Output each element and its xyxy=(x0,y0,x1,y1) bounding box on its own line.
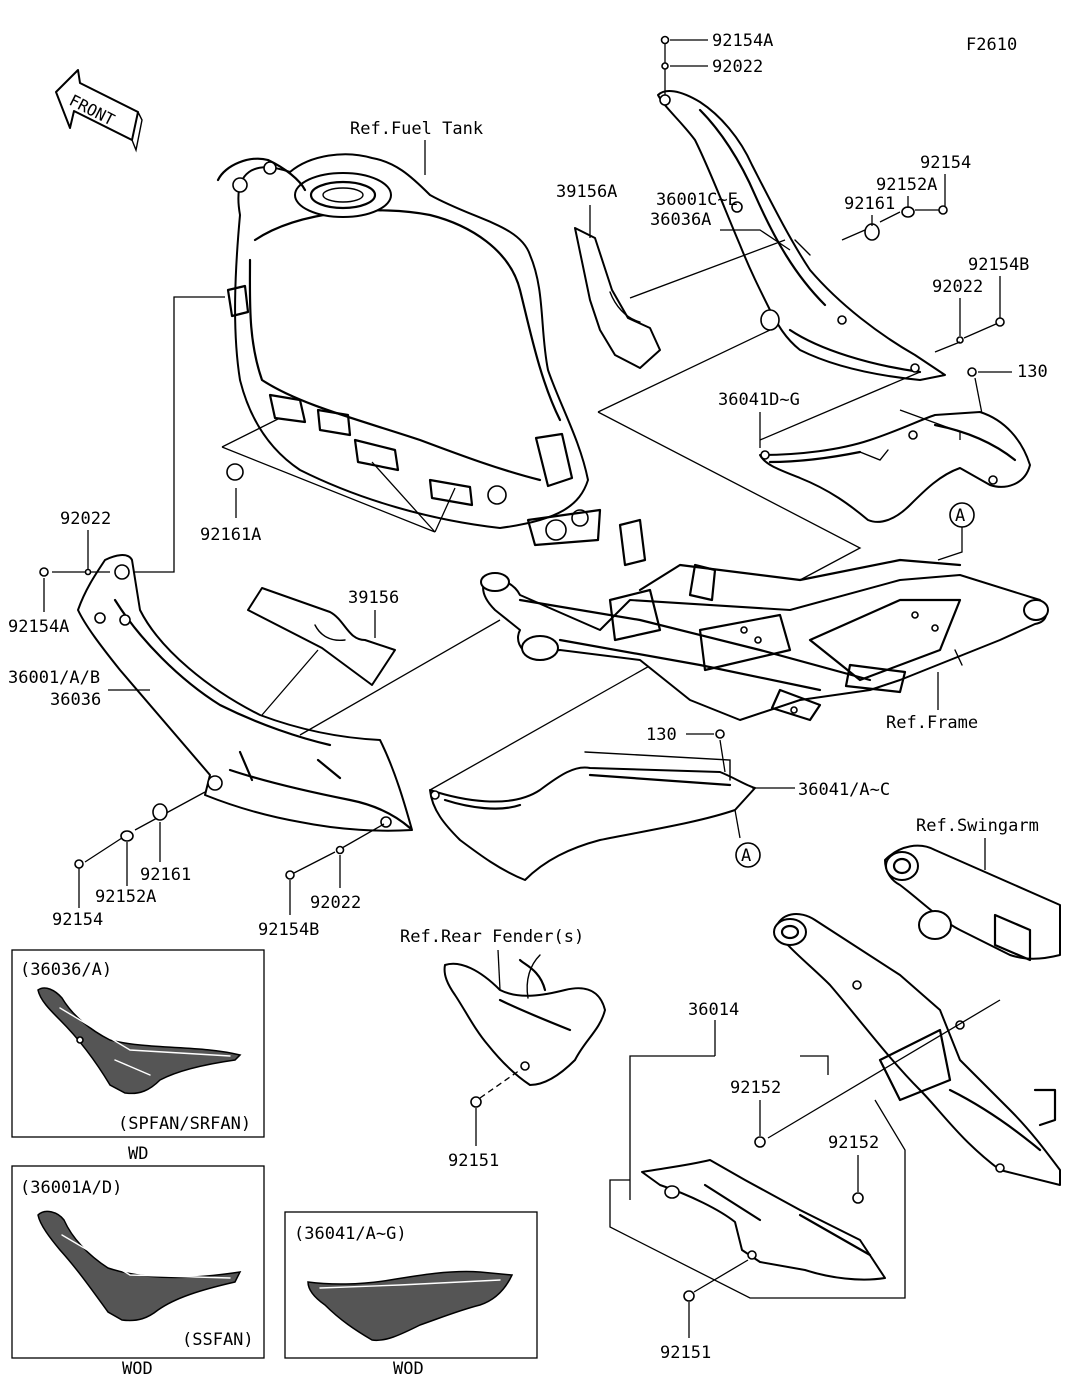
label-92161-left: 92161 xyxy=(140,865,191,885)
inset-3-title: (36041/A~G) xyxy=(294,1224,407,1244)
front-arrow-icon: FRONT xyxy=(55,69,143,153)
pad-39156-drawing xyxy=(247,587,396,686)
side-cover-right-drawing xyxy=(657,89,946,381)
label-92152A-right: 92152A xyxy=(876,175,937,195)
swingarm-drawing xyxy=(773,844,1061,1186)
label-92154B-right: 92154B xyxy=(968,255,1029,275)
label-130-right: 130 xyxy=(1017,362,1048,382)
label-36036: 36036 xyxy=(50,690,101,710)
label-92022-right: 92022 xyxy=(932,277,983,297)
label-92152-a: 92152 xyxy=(730,1078,781,1098)
inset-36036A: (36036/A) (SPFAN/SRFAN) xyxy=(11,949,265,1138)
label-92154B-bottom: 92154B xyxy=(258,920,319,940)
hardware-right-group xyxy=(841,205,948,241)
ref-frame-label: Ref.Frame xyxy=(886,713,978,733)
label-92151-bottom: 92151 xyxy=(660,1343,711,1363)
lower-cowl-left-drawing xyxy=(429,751,756,881)
label-92154-left: 92154 xyxy=(52,910,103,930)
label-36036A: 36036A xyxy=(650,210,711,230)
label-92152A-left: 92152A xyxy=(95,887,156,907)
rear-fender-drawing xyxy=(443,954,606,1086)
label-92161-right: 92161 xyxy=(844,194,895,214)
chain-cover-drawing xyxy=(641,1159,886,1281)
callout-a-lower: A xyxy=(741,846,751,866)
label-92151-fender: 92151 xyxy=(448,1151,499,1171)
label-92154-right: 92154 xyxy=(920,153,971,173)
label-36014: 36014 xyxy=(688,1000,739,1020)
inset-2-caption: WOD xyxy=(122,1359,153,1378)
inset-2-note: (SSFAN) xyxy=(182,1330,254,1350)
fuel-tank-drawing xyxy=(216,153,602,547)
lower-cowl-right-drawing xyxy=(759,411,1031,523)
label-92022-left: 92022 xyxy=(60,509,111,529)
label-36041DG: 36041D~G xyxy=(718,390,800,410)
hardware-left-group xyxy=(74,791,206,869)
inset-36041AG: (36041/A~G) xyxy=(284,1211,538,1359)
inset-2-title: (36001A/D) xyxy=(20,1178,122,1198)
callout-a-upper: A xyxy=(955,506,965,526)
inset-3-caption: WOD xyxy=(393,1359,424,1378)
label-39156A: 39156A xyxy=(556,182,617,202)
inset-1-caption: WD xyxy=(128,1144,148,1164)
label-36041AC: 36041/A~C xyxy=(798,780,890,800)
ref-rear-fender-label: Ref.Rear Fender(s) xyxy=(400,927,584,947)
inset-36001AD: (36001A/D) (SSFAN) xyxy=(11,1165,265,1359)
side-cover-left-drawing xyxy=(77,554,413,832)
label-36001AB: 36001/A/B xyxy=(8,668,100,688)
label-36001CE: 36001C~E xyxy=(656,190,738,210)
label-92152-b: 92152 xyxy=(828,1133,879,1153)
figure-code: F2610 xyxy=(966,35,1017,55)
label-92154A-top: 92154A xyxy=(712,31,773,51)
ref-swingarm-label: Ref.Swingarm xyxy=(916,816,1039,836)
label-39156: 39156 xyxy=(348,588,399,608)
label-92022-top: 92022 xyxy=(712,57,763,77)
frame-drawing xyxy=(480,518,1049,722)
label-130-mid: 130 xyxy=(646,725,677,745)
label-92154A-left: 92154A xyxy=(8,617,69,637)
ref-fuel-tank-label: Ref.Fuel Tank xyxy=(350,119,483,139)
inset-1-title: (36036/A) xyxy=(20,960,112,980)
inset-1-note: (SPFAN/SRFAN) xyxy=(118,1114,251,1134)
label-92022-bottom: 92022 xyxy=(310,893,361,913)
label-92161A: 92161A xyxy=(200,525,261,545)
pad-39156A-drawing xyxy=(574,227,661,369)
